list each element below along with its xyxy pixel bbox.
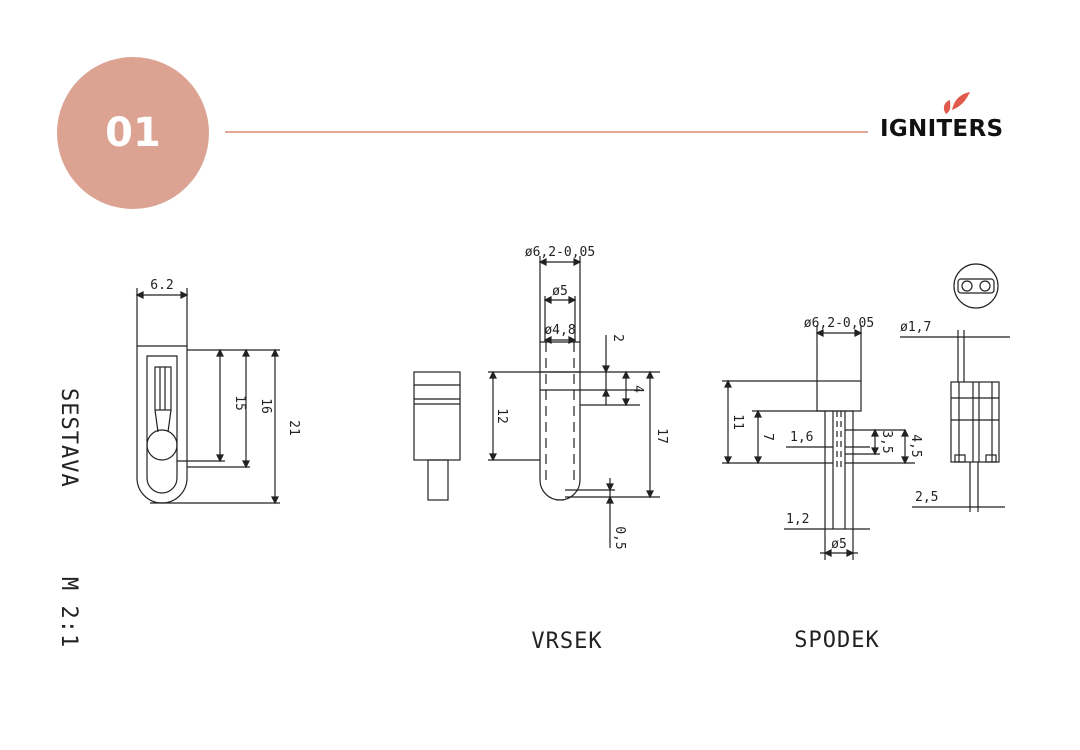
dim-a-15: 15 [232, 395, 247, 411]
dim-s-11: 11 [730, 414, 745, 430]
vrsek-side-view [413, 371, 461, 501]
dim-v-48: ø4,8 [544, 323, 575, 338]
dim-v-outer: ø6,2-0,05 [525, 245, 595, 260]
flame-leaf-icon [943, 92, 970, 114]
dim-v-5: ø5 [552, 284, 568, 299]
dim-a-width: 6.2 [150, 278, 173, 293]
spodek-view [722, 325, 915, 560]
header-divider [225, 131, 868, 133]
dim-s-25: 2,5 [915, 490, 938, 505]
label-scale: M 2:1 [56, 577, 81, 648]
assembly-view [135, 288, 280, 505]
dim-s-outer: ø6,2-0,05 [804, 316, 874, 331]
dim-v-4: 4 [630, 385, 645, 393]
label-vrsek: VRSEK [531, 629, 602, 654]
dim-v-12: 12 [494, 408, 509, 424]
dim-s-35: 3,5 [879, 430, 894, 453]
label-sestava: SESTAVA [56, 388, 81, 488]
dim-s-12: 1,2 [786, 512, 809, 527]
dim-a-21: 21 [286, 420, 301, 436]
dim-s-17: ø1,7 [900, 320, 931, 335]
dim-v-05: 0,5 [612, 526, 627, 549]
dim-v-17: 17 [654, 428, 669, 444]
logo-text: IGNITERS [880, 116, 1004, 142]
dim-s-7: 7 [760, 433, 775, 441]
label-spodek: SPODEK [794, 628, 879, 653]
logo: IGNITERS [880, 88, 1030, 148]
vrsek-view [488, 256, 660, 548]
dim-v-2: 2 [610, 334, 625, 342]
dim-a-16: 16 [258, 398, 273, 414]
dim-s-45: 4,5 [908, 434, 923, 457]
dim-s-16: 1,6 [790, 430, 813, 445]
dim-s-5: ø5 [831, 537, 847, 552]
slide-number-badge: 01 [57, 57, 209, 209]
spodek-side-view [900, 263, 1010, 512]
